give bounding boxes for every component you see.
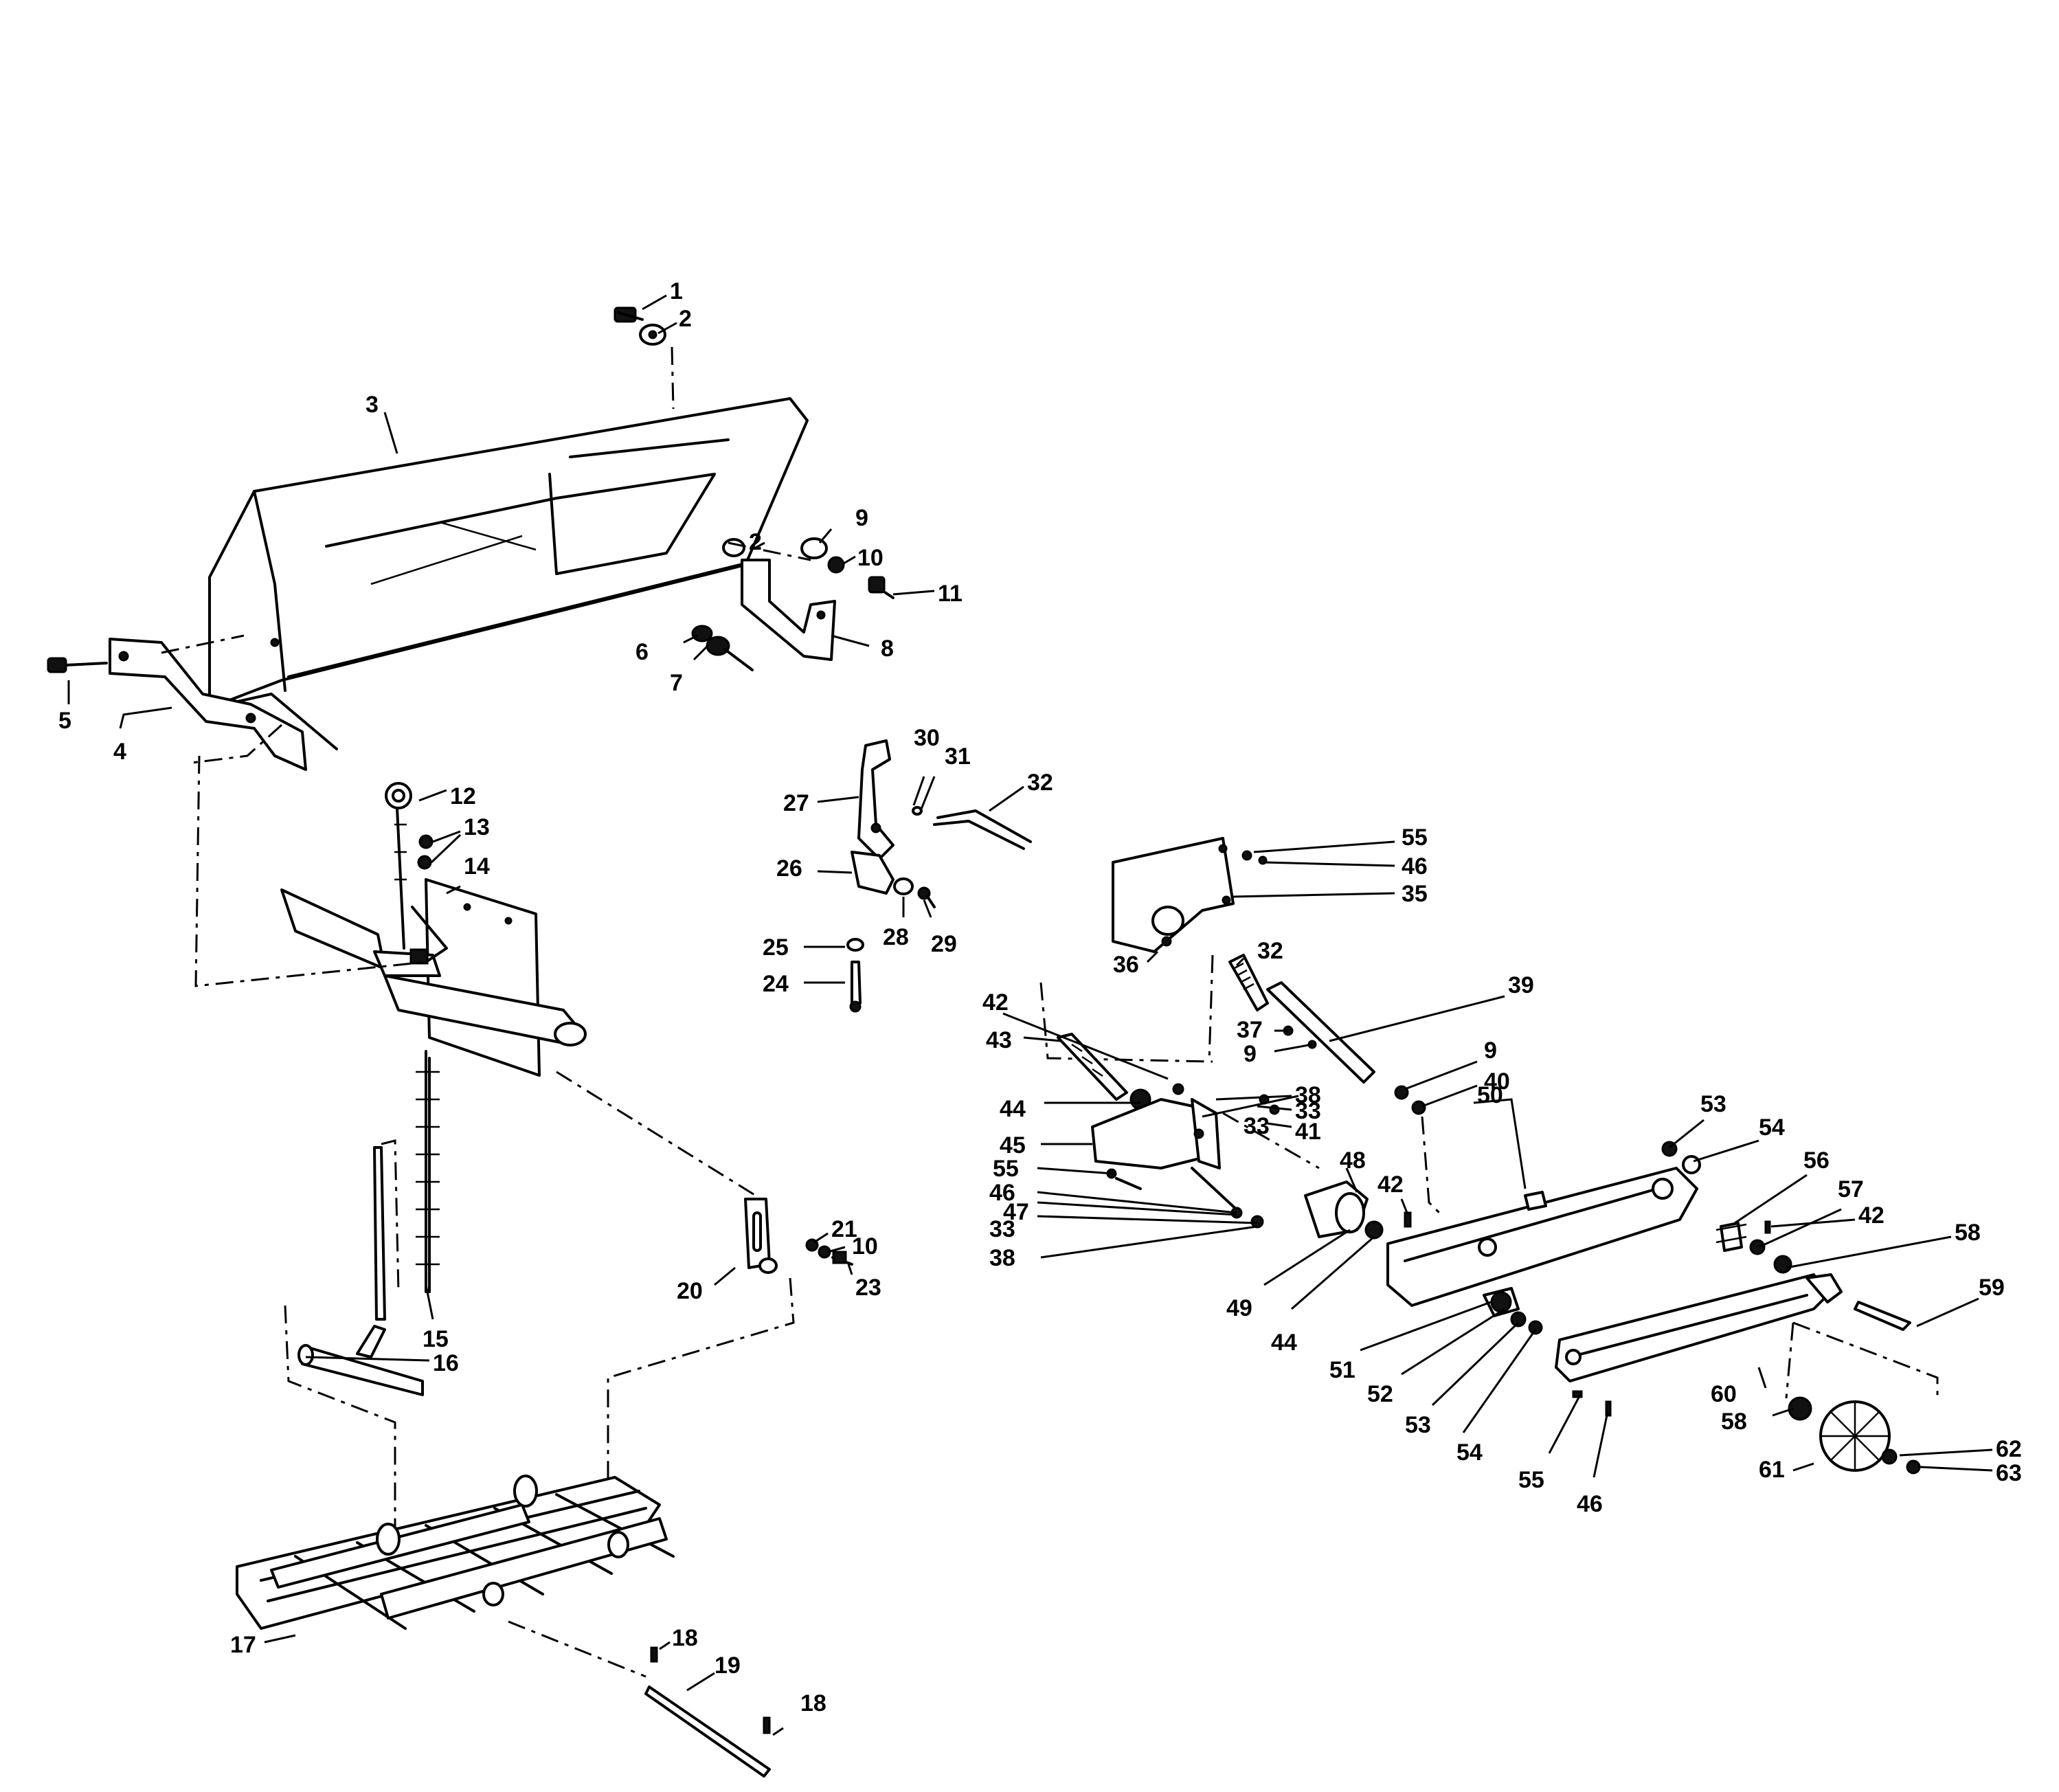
callout-46: 46 — [1402, 853, 1428, 880]
callout-11: 11 — [938, 581, 963, 607]
callout-33: 33 — [1244, 1113, 1270, 1139]
callout-63: 63 — [1996, 1460, 2022, 1486]
callout-38: 38 — [1295, 1082, 1321, 1108]
callout-1: 1 — [670, 278, 683, 304]
callout-57: 57 — [1838, 1176, 1864, 1202]
callout-54: 54 — [1456, 1440, 1483, 1466]
callout-44: 44 — [1271, 1330, 1297, 1356]
angle-bracket — [741, 559, 836, 661]
callout-10: 10 — [857, 545, 884, 571]
slotted-bracket — [607, 1198, 853, 1543]
callout-2: 2 — [679, 306, 692, 332]
motor-housing — [1304, 1180, 1412, 1240]
callout-32: 32 — [1257, 938, 1283, 964]
bracket-assembly — [192, 724, 756, 1396]
callout-50: 50 — [1477, 1082, 1503, 1108]
callout-55: 55 — [993, 1156, 1019, 1182]
callout-62: 62 — [1996, 1436, 2022, 1462]
callout-16: 16 — [433, 1350, 459, 1376]
callout-58: 58 — [1721, 1409, 1747, 1435]
callout-7: 7 — [670, 670, 683, 696]
callout-38: 38 — [989, 1245, 1015, 1271]
callout-20: 20 — [677, 1278, 703, 1304]
callout-18: 18 — [800, 1690, 826, 1716]
callout-6: 6 — [635, 639, 649, 665]
platform-frame — [236, 1305, 771, 1778]
callout-54: 53 — [1700, 1091, 1726, 1117]
leader-lines — [67, 294, 1993, 1736]
callout-46: 46 — [1577, 1491, 1603, 1517]
callout-43: 43 — [986, 1027, 1012, 1053]
callout-3: 3 — [365, 392, 379, 418]
callout-53: 53 — [1405, 1412, 1431, 1438]
callout-4: 4 — [113, 739, 126, 765]
cover-hardware — [614, 306, 895, 671]
callout-17: 17 — [230, 1632, 256, 1658]
callout-8: 8 — [881, 636, 894, 662]
callout-46: 46 — [989, 1180, 1015, 1206]
callout-12: 12 — [450, 783, 476, 809]
callout-56: 56 — [1803, 1147, 1830, 1174]
callout-55: 55 — [1518, 1467, 1544, 1493]
callout-55: 55 — [1402, 825, 1428, 851]
callout-61: 61 — [1759, 1457, 1785, 1483]
adjusting-arm — [1228, 954, 1444, 1218]
callout-2: 2 — [749, 529, 762, 555]
callout-32: 32 — [1027, 770, 1053, 796]
mounting-bracket — [47, 634, 307, 771]
callout-9: 9 — [855, 505, 868, 531]
drive-case — [1386, 1141, 1792, 1335]
callout-40: 40 — [1484, 1068, 1510, 1095]
callout-37: 37 — [1237, 1017, 1263, 1043]
callout-30: 30 — [914, 725, 940, 751]
lever-parts — [846, 739, 1032, 1013]
callout-41: 41 — [1295, 1119, 1321, 1145]
callout-9: 9 — [1484, 1038, 1497, 1064]
blade-arm — [1555, 1273, 1939, 1475]
callout-19: 19 — [715, 1653, 741, 1679]
callout-51: 51 — [1329, 1357, 1355, 1383]
cover-plate — [1039, 837, 1268, 1063]
callout-21: 21 — [831, 1216, 857, 1242]
callout-47: 47 — [1003, 1199, 1029, 1225]
callout-10: 10 — [852, 1233, 878, 1259]
guard-cover — [208, 397, 809, 750]
callout-9: 9 — [1244, 1041, 1257, 1067]
callout-53: 54 — [1759, 1115, 1785, 1141]
callout-59: 59 — [1979, 1275, 2005, 1301]
callout-42: 42 — [1377, 1172, 1404, 1198]
callout-44: 44 — [1000, 1096, 1026, 1122]
callout-33: 33 — [989, 1216, 1015, 1242]
callout-5: 5 — [58, 708, 71, 734]
callout-36: 36 — [1113, 952, 1139, 978]
callout-39: 39 — [1508, 972, 1534, 998]
callout-42: 42 — [982, 989, 1009, 1016]
callout-13: 13 — [464, 814, 490, 840]
motor-bracket — [1057, 1033, 1320, 1229]
callout-29: 29 — [931, 931, 957, 957]
callout-60: 60 — [1711, 1381, 1737, 1407]
callout-48: 48 — [1340, 1147, 1366, 1174]
callout-26: 26 — [776, 855, 802, 882]
callout-52: 52 — [1367, 1381, 1393, 1407]
callout-23: 23 — [855, 1275, 881, 1301]
callout-31: 31 — [945, 743, 971, 770]
callout-24: 24 — [763, 971, 789, 997]
callout-25: 25 — [763, 934, 789, 961]
callout-33: 33 — [1295, 1098, 1321, 1124]
callout-labels: 1 2 3 2 9 10 11 6 7 8 5 4 12 13 14 15 16… — [58, 278, 2022, 1716]
callout-27: 27 — [783, 790, 809, 816]
callout-45: 45 — [1000, 1132, 1026, 1158]
callout-14: 14 — [464, 853, 490, 880]
callout-42: 42 — [1858, 1202, 1884, 1229]
callout-18: 18 — [672, 1625, 698, 1651]
callout-15: 15 — [423, 1326, 449, 1352]
callout-49: 49 — [1226, 1295, 1252, 1321]
callout-58: 58 — [1955, 1220, 1981, 1246]
callout-28: 28 — [883, 924, 909, 950]
callout-35: 35 — [1402, 881, 1428, 907]
